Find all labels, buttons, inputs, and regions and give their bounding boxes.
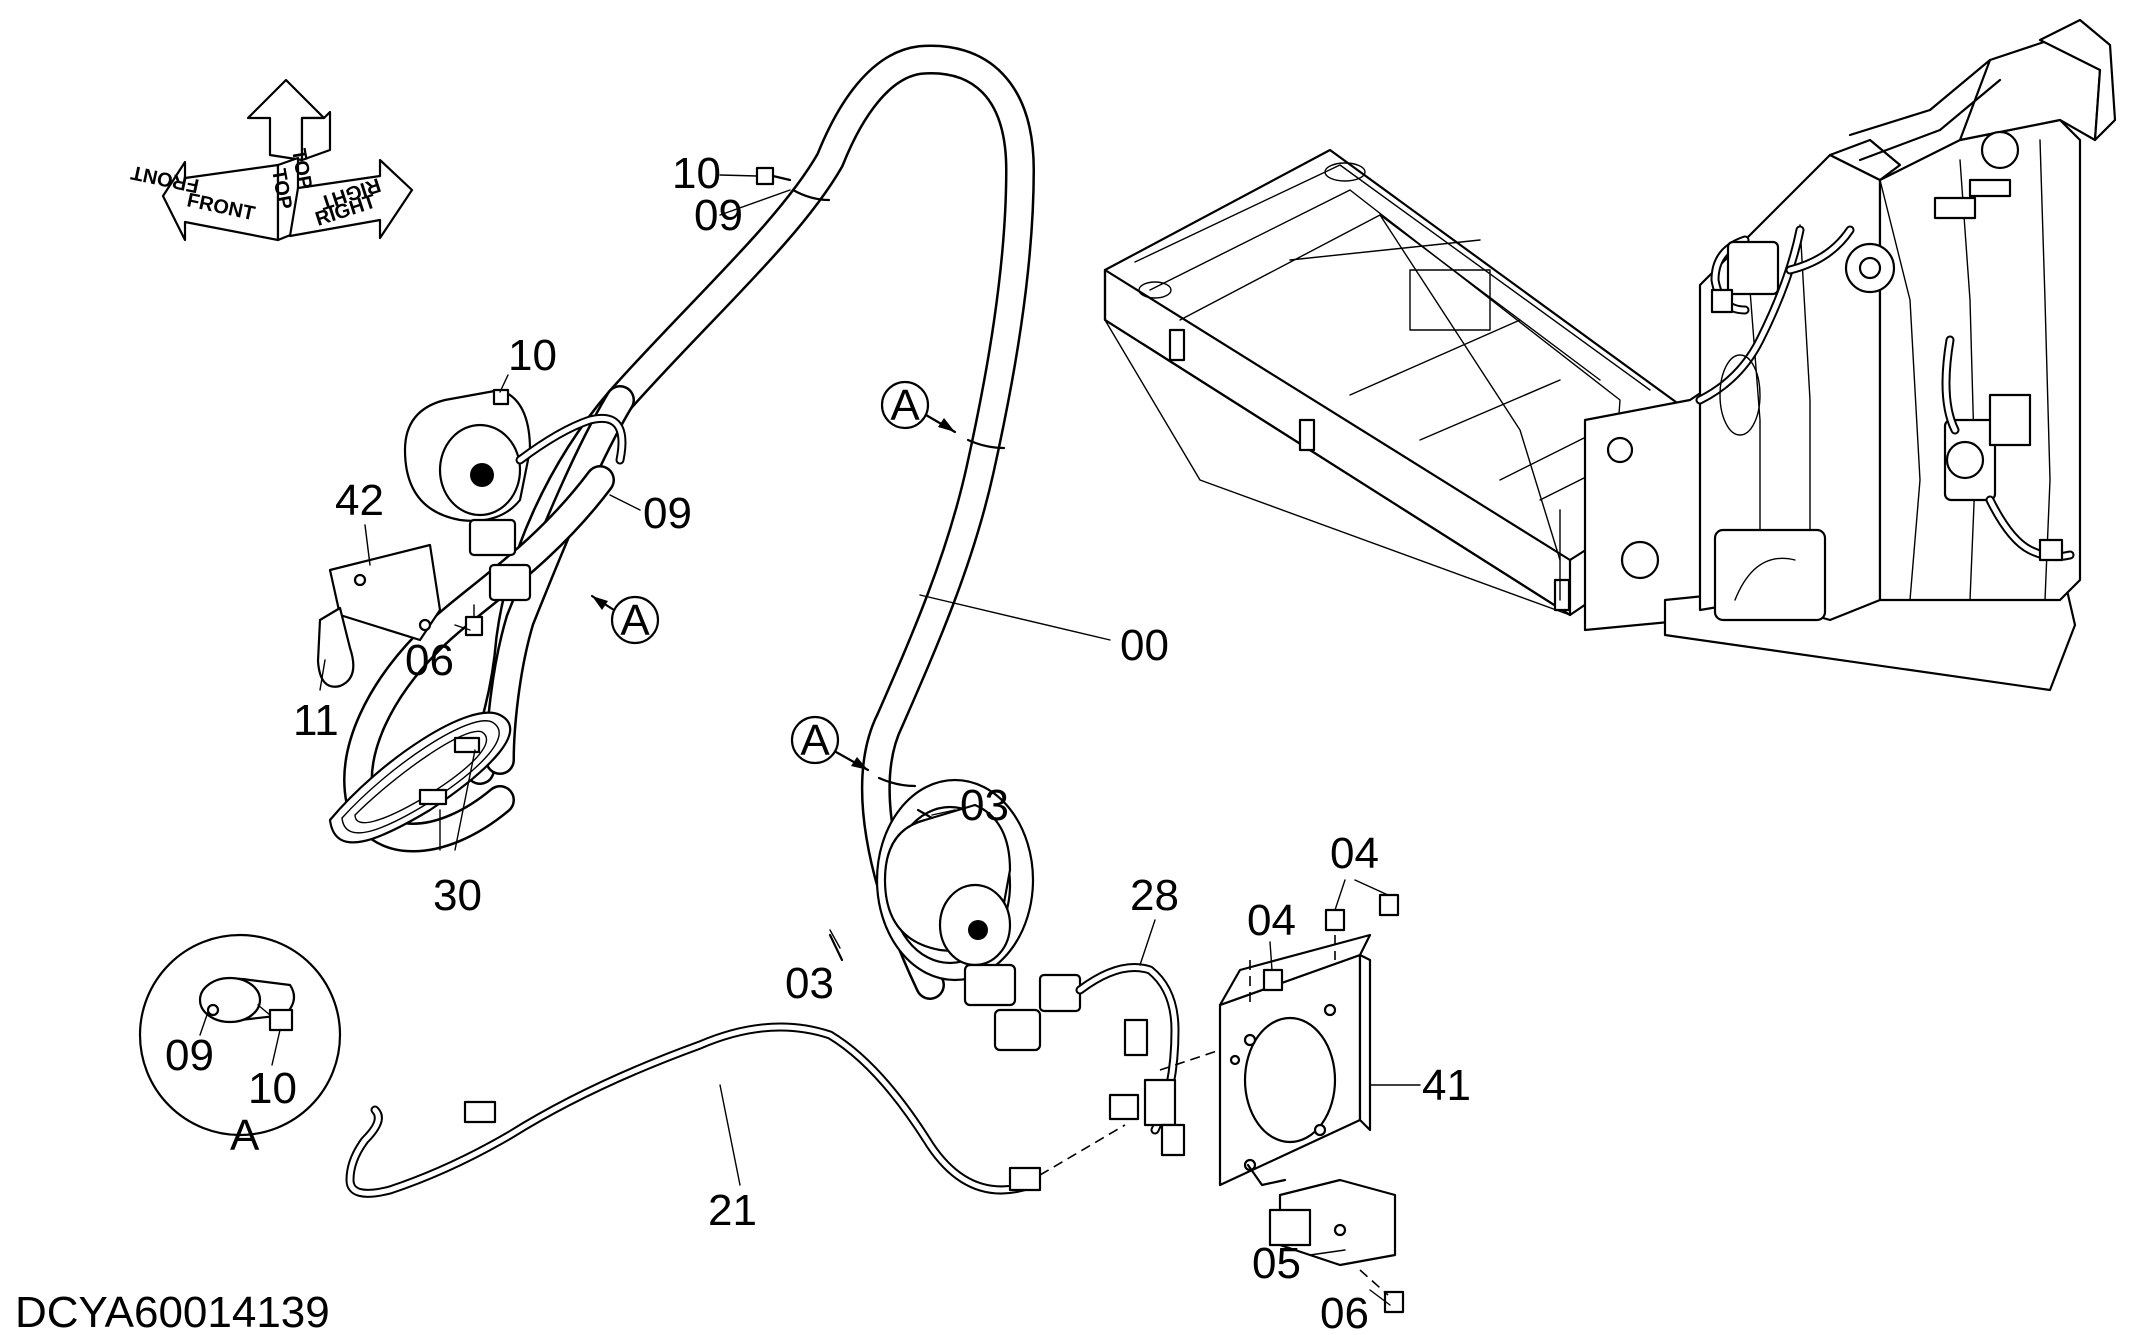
center-fan-motor (828, 778, 1186, 1157)
left-fan-motor (403, 388, 532, 602)
callout-10-top: 10 (672, 149, 721, 198)
callout-11: 11 (293, 696, 339, 745)
callout-03-lower: 03 (785, 959, 834, 1008)
callout-06-bottom: 06 (1320, 1289, 1369, 1335)
view-marker-a-2: A (590, 594, 660, 645)
detail-callout-10: 10 (248, 1064, 297, 1113)
orientation-indicator: TOP TOP FRONT FRONT RIGHT RIGHT (129, 78, 414, 242)
drawing-id: DCYA60014139 (15, 1288, 330, 1335)
view-marker-a-2-label: A (620, 596, 650, 645)
callout-42: 42 (335, 476, 384, 525)
callout-09-top: 09 (694, 191, 743, 240)
top-hardware (755, 166, 792, 186)
view-marker-a-1: A (880, 380, 957, 434)
view-marker-a-3: A (790, 715, 870, 772)
view-marker-a-3-label: A (800, 716, 830, 765)
left-harness-assembly (316, 385, 635, 853)
callout-41: 41 (1422, 1061, 1471, 1110)
detail-callout-09: 09 (165, 1031, 214, 1080)
callout-05: 05 (1252, 1239, 1301, 1288)
leader-lines (199, 174, 1421, 1306)
callouts: 10 09 10 42 09 06 11 30 00 03 03 28 04 0… (165, 149, 1471, 1335)
callout-10-left: 10 (508, 331, 557, 380)
callout-06-left: 06 (405, 636, 454, 685)
callout-03-upper: 03 (960, 781, 1009, 830)
clip-11 (316, 606, 355, 688)
detail-view-label: A (230, 1111, 260, 1160)
callout-30: 30 (433, 871, 482, 920)
view-marker-a-1-label: A (890, 381, 920, 430)
callout-09-mid: 09 (643, 489, 692, 538)
plate-05 (1268, 1178, 1397, 1267)
wire-loop-30 (328, 711, 512, 844)
machine-frame (1103, 18, 2117, 692)
bracket-41 (1218, 933, 1372, 1187)
callout-04-lower: 04 (1247, 896, 1296, 945)
callout-28: 28 (1130, 871, 1179, 920)
detail-view-a (138, 933, 342, 1137)
callout-04-upper: 04 (1330, 829, 1379, 878)
harness-21 (345, 1022, 1221, 1198)
callout-00: 00 (1120, 621, 1169, 670)
callout-21: 21 (708, 1186, 757, 1235)
main-harness-00 (465, 44, 1035, 1000)
